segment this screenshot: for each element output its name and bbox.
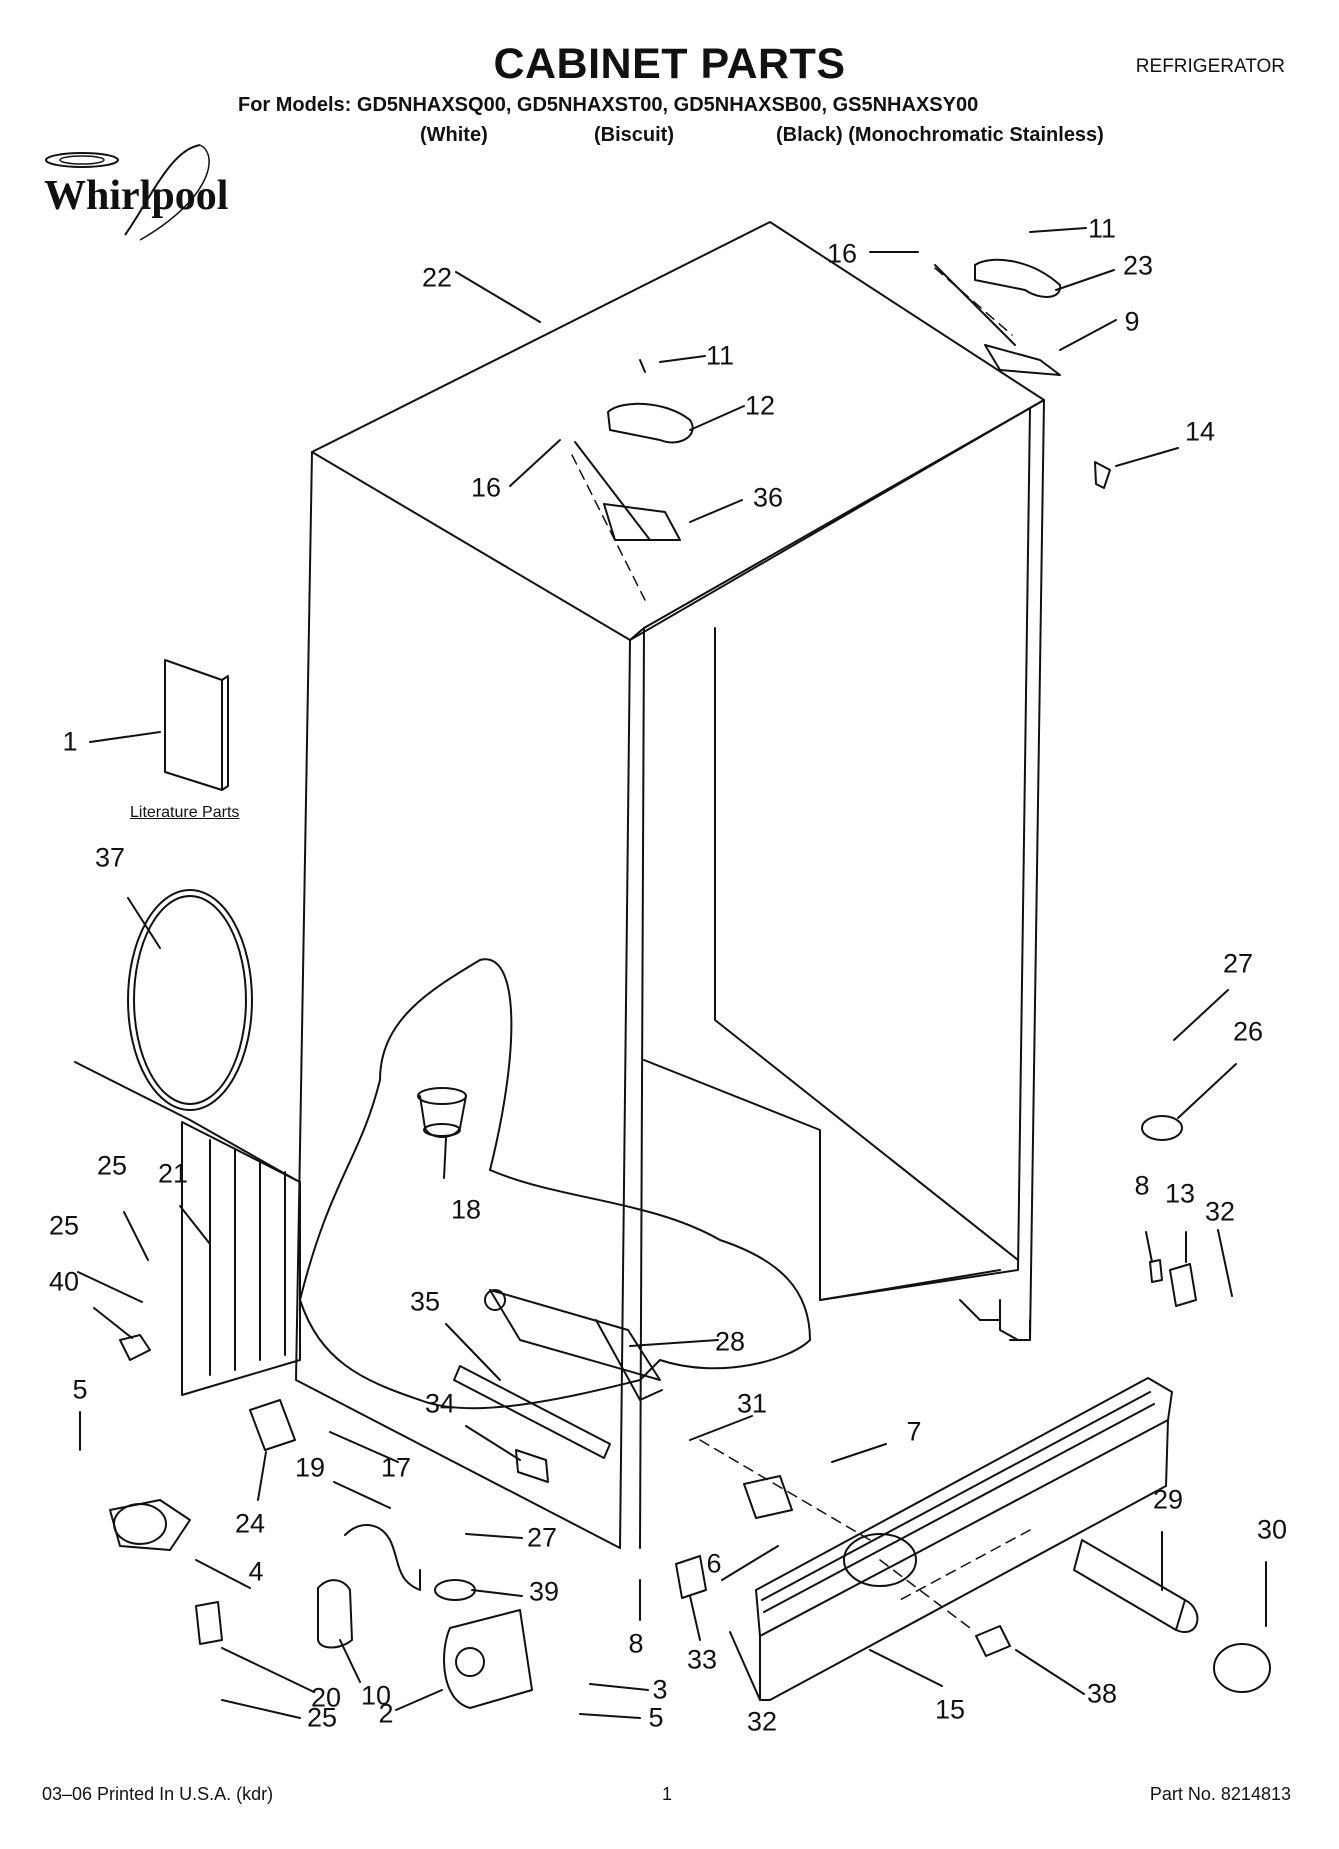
callout-35: 35 — [409, 1286, 441, 1317]
literature-parts-label: Literature Parts — [130, 804, 240, 821]
callout-34: 34 — [424, 1388, 456, 1419]
variant-biscuit: (Biscuit) — [594, 124, 674, 146]
callout-18: 18 — [450, 1194, 482, 1225]
water-filter — [1073, 1539, 1199, 1633]
callout-16-top: 16 — [826, 238, 858, 269]
alignment-lines — [571, 267, 1031, 1629]
water-tubing — [344, 1524, 421, 1591]
bumper-10 — [317, 1579, 353, 1649]
door-stop-clip — [1094, 461, 1111, 489]
bracket-20 — [195, 1601, 223, 1645]
whirlpool-logo-swirl-icon — [45, 144, 210, 241]
callout-32-lower: 32 — [746, 1706, 778, 1737]
water-line-coil — [74, 889, 297, 1181]
callout-22: 22 — [421, 262, 453, 293]
drain-cap — [417, 1087, 467, 1138]
washer-39 — [434, 1579, 476, 1601]
callout-24: 24 — [234, 1508, 266, 1539]
base-grille — [755, 1377, 1173, 1701]
shim-8 — [1149, 1259, 1163, 1283]
callout-27-lower: 27 — [526, 1522, 558, 1553]
callout-21: 21 — [157, 1158, 189, 1189]
callout-28: 28 — [714, 1326, 746, 1357]
callout-14: 14 — [1184, 416, 1216, 447]
callout-9: 9 — [1124, 306, 1140, 337]
callout-15: 15 — [934, 1694, 966, 1725]
callout-3: 3 — [652, 1674, 668, 1705]
callout-37: 37 — [94, 842, 126, 873]
callout-27-right: 27 — [1222, 948, 1254, 979]
callout-36: 36 — [752, 482, 784, 513]
callout-39: 39 — [528, 1576, 560, 1607]
callout-11: 11 — [705, 340, 735, 371]
bracket-33 — [675, 1555, 707, 1599]
callout-8-lower: 8 — [628, 1628, 644, 1659]
variant-white: (White) — [420, 124, 488, 146]
clamp-40 — [119, 1334, 151, 1361]
print-info: 03–06 Printed In U.S.A. (kdr) — [42, 1784, 274, 1804]
leveling-rod — [453, 1365, 611, 1459]
callout-25-c: 25 — [306, 1702, 338, 1733]
roller-assembly — [484, 1289, 663, 1401]
part-number: Part No. 8214813 — [1149, 1784, 1291, 1804]
callout-10: 10 — [360, 1680, 392, 1711]
variant-black-stainless: (Black) (Monochromatic Stainless) — [776, 124, 1104, 146]
callout-16: 16 — [470, 472, 502, 503]
insulation-cutaway — [299, 958, 811, 1410]
callout-8-right: 8 — [1134, 1170, 1150, 1201]
callout-20: 20 — [310, 1682, 342, 1713]
callout-6: 6 — [706, 1548, 722, 1579]
models-line: For Models: GD5NHAXSQ00, GD5NHAXST00, GD… — [238, 94, 979, 116]
washer-26 — [1141, 1115, 1183, 1141]
callout-5-left: 5 — [72, 1374, 88, 1405]
callout-17: 17 — [380, 1452, 412, 1483]
filter-cap — [1213, 1643, 1271, 1693]
leader-lines — [77, 227, 1267, 1719]
literature-booklet — [164, 659, 229, 791]
callout-25-b: 25 — [48, 1210, 80, 1241]
front-leveler — [109, 1499, 191, 1551]
callout-11-top: 11 — [1087, 213, 1117, 244]
callout-30: 30 — [1256, 1514, 1288, 1545]
callout-23: 23 — [1122, 250, 1154, 281]
callout-32-right: 32 — [1204, 1196, 1236, 1227]
callout-40: 40 — [48, 1266, 80, 1297]
callout-12: 12 — [744, 390, 776, 421]
callout-31: 31 — [736, 1388, 768, 1419]
leveler-13 — [1169, 1263, 1197, 1307]
upper-right-hinge-assembly — [934, 258, 1062, 376]
brand-logo: Whirlpool — [44, 173, 229, 219]
callout-2: 2 — [378, 1698, 394, 1729]
category-label: REFRIGERATOR — [1135, 56, 1285, 77]
spacer-block — [515, 1449, 549, 1483]
callout-19: 19 — [294, 1452, 326, 1483]
bypass-plug — [975, 1625, 1011, 1657]
bracket-6 — [743, 1475, 793, 1519]
page-number: 1 — [662, 1784, 673, 1804]
callout-1: 1 — [62, 726, 78, 757]
callout-26: 26 — [1232, 1016, 1264, 1047]
cabinet-outline — [295, 221, 1045, 1549]
callout-38: 38 — [1086, 1678, 1118, 1709]
callout-29: 29 — [1152, 1484, 1184, 1515]
callout-7: 7 — [906, 1416, 922, 1447]
callout-25-a: 25 — [96, 1150, 128, 1181]
back-panel — [181, 1121, 301, 1396]
lower-hinge-bracket — [443, 1609, 533, 1709]
callout-13: 13 — [1164, 1178, 1196, 1209]
page-title: CABINET PARTS — [493, 40, 846, 88]
callout-4: 4 — [248, 1556, 264, 1587]
callout-33: 33 — [686, 1644, 718, 1675]
top-hinge-assembly — [574, 359, 694, 541]
bracket-24 — [249, 1399, 296, 1451]
callout-5-lower: 5 — [648, 1702, 664, 1733]
